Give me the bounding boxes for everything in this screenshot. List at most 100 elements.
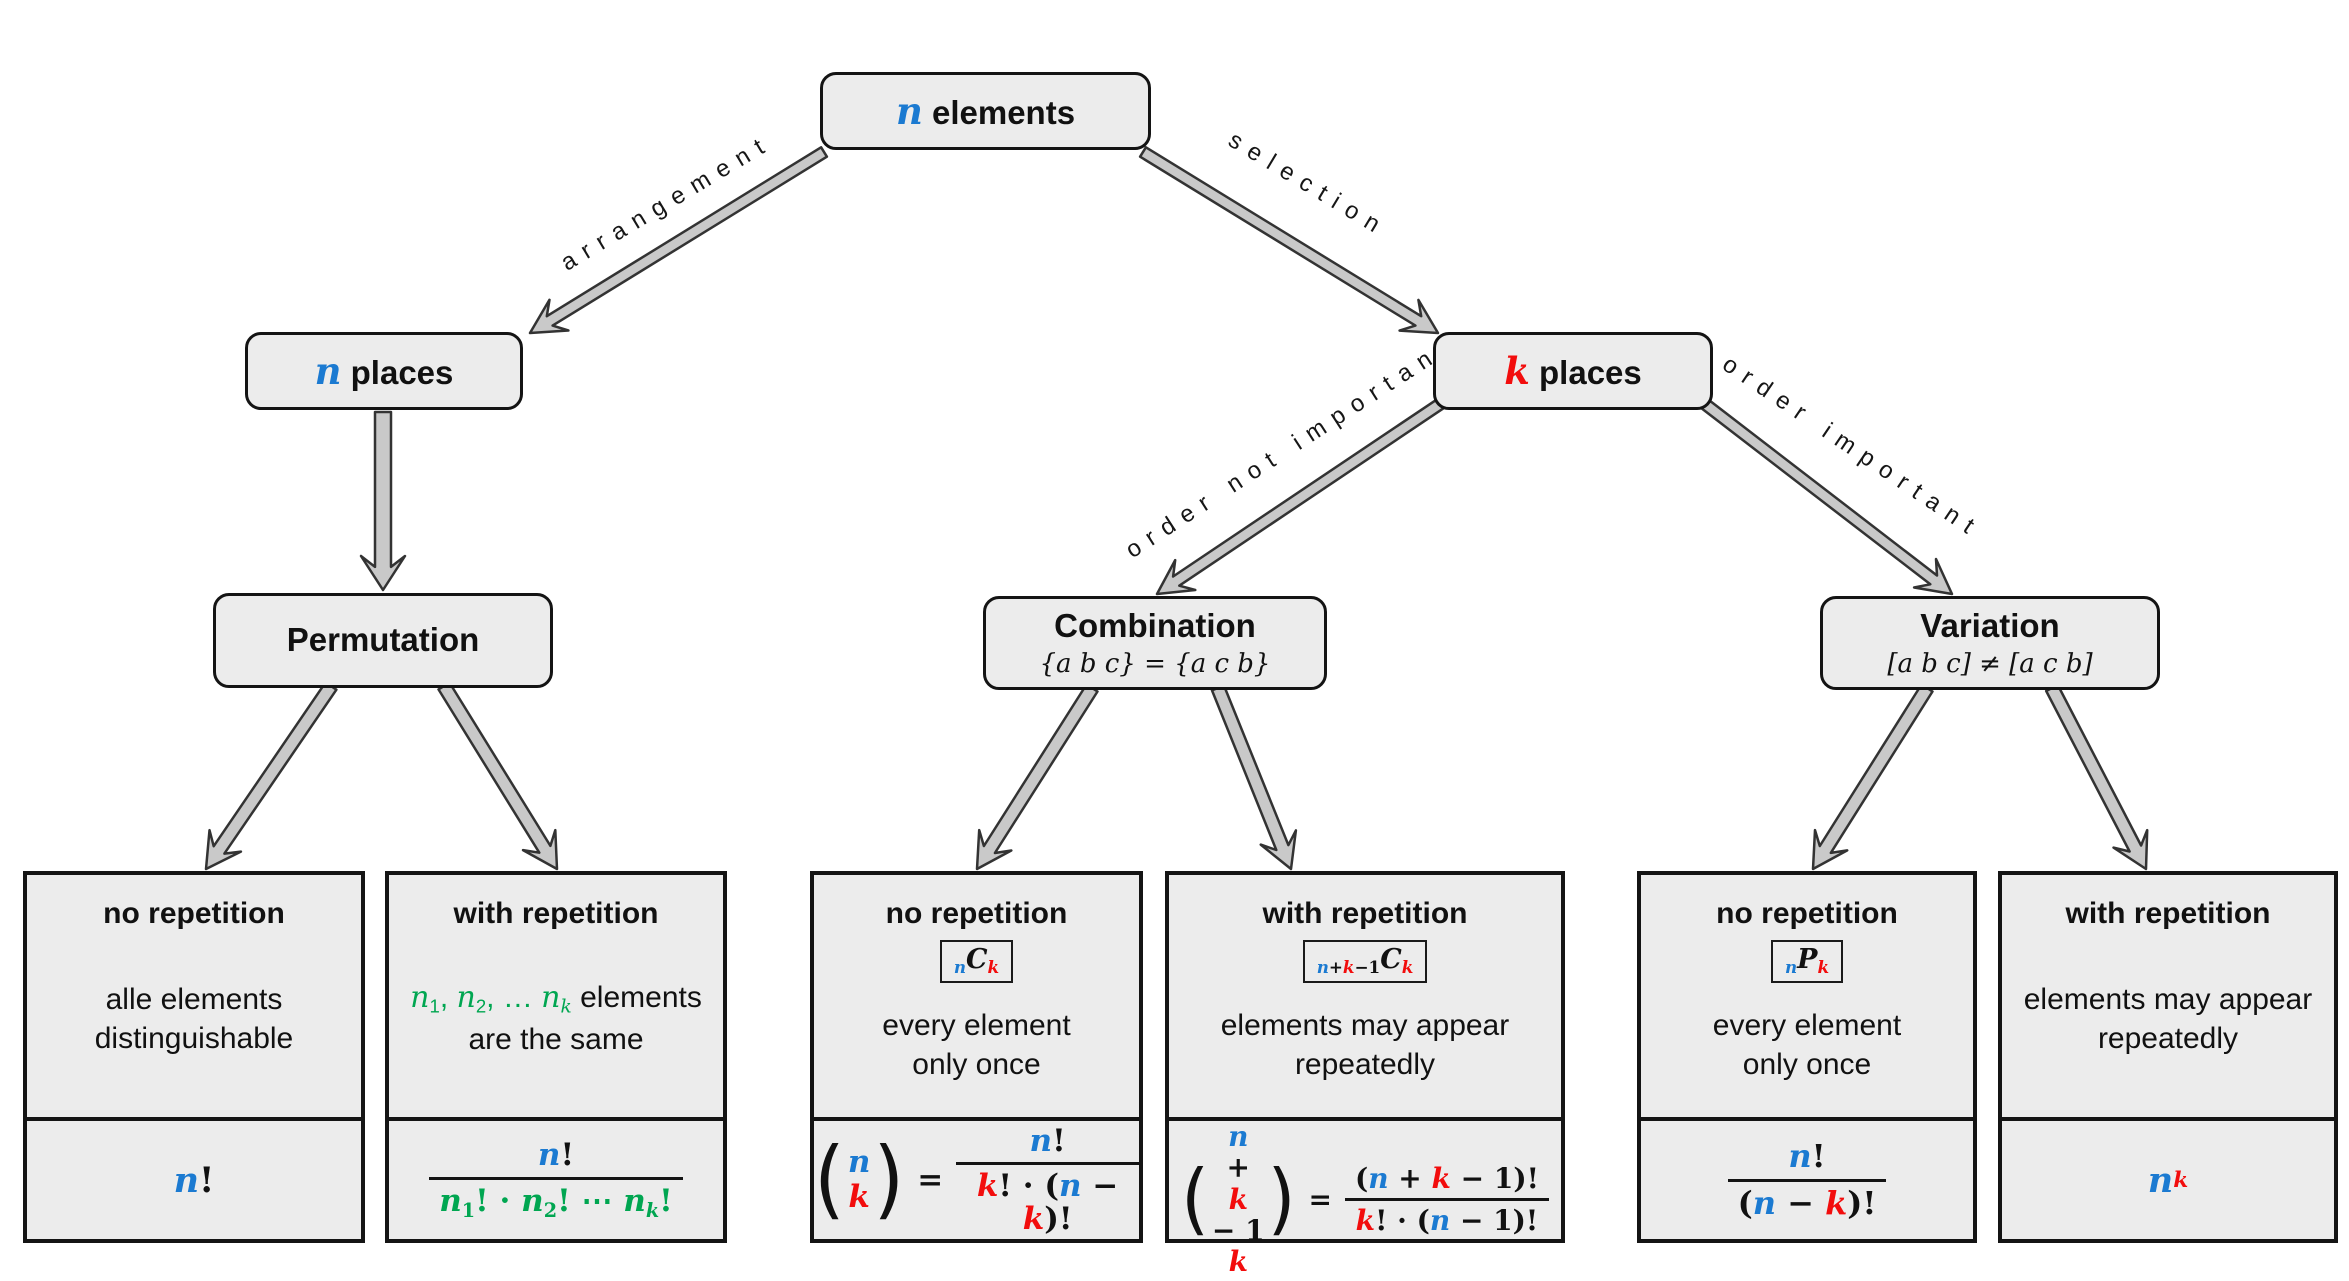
binomial-bottom: k (1229, 1246, 1248, 1278)
equals-sign: = (917, 1162, 944, 1198)
math-segment: are the same (468, 1022, 644, 1056)
math-segment: ! (1811, 1136, 1826, 1175)
description-line: only once (912, 1045, 1040, 1084)
edge-n-places-to-permutation (359, 410, 407, 592)
card-description: every element only once (882, 983, 1070, 1117)
math-segment: − 1)! (1450, 1203, 1539, 1237)
math-segment: 1 (461, 1198, 476, 1222)
math-segment: , … (486, 981, 542, 1015)
math-segment: n (439, 1182, 462, 1219)
math-segment: ! (1052, 1122, 1066, 1159)
card-description: alle elements distinguishable (95, 930, 293, 1117)
edge-variation-to-with-repetition (2044, 683, 2149, 871)
description-line: elements may appear (1221, 1006, 1510, 1045)
math-segment: n (1316, 957, 1329, 978)
math-segment: ( (1737, 1183, 1753, 1222)
math-segment: ( (1354, 1161, 1369, 1195)
math-segment: −1 (1354, 957, 1381, 978)
math-segment: 2 (475, 995, 487, 1017)
math-segment: every element (882, 1009, 1071, 1043)
math-segment: n (1029, 1122, 1053, 1159)
math-segment: k (1817, 957, 1830, 978)
math-segment: repeatedly (1294, 1048, 1436, 1082)
left-paren: ( (814, 1129, 845, 1230)
math-segment: ! · (475, 1182, 522, 1219)
math-segment: n (1059, 1168, 1082, 1205)
math-segment: )! (1044, 1200, 1073, 1237)
node-n-elements: n elements (820, 72, 1151, 150)
node-n-elements-title: n elements (895, 88, 1076, 133)
math-segment: n (541, 980, 561, 1016)
equals-sign: = (1308, 1182, 1332, 1216)
right-paren: ) (1267, 1153, 1296, 1244)
math-segment: n (895, 88, 923, 133)
math-segment: k (1228, 1182, 1248, 1216)
card-upper-section: no repetition alle elements distinguishabl… (27, 875, 361, 1121)
fraction-denominator: n1! · n2! ⋯ nk! (429, 1180, 683, 1221)
math-segment: C (966, 944, 988, 975)
card-formula: n!(n − k)! (1641, 1121, 1973, 1239)
math-segment: 1 (429, 995, 440, 1017)
math-segment: C (1380, 944, 1402, 975)
math-segment: ! · ( (1375, 1203, 1430, 1237)
card-title: with repetition (1262, 897, 1468, 930)
description-line: elements may appear (2024, 980, 2313, 1019)
math-segment: ! ⋯ (557, 1182, 624, 1219)
description-line: only once (1743, 1045, 1871, 1084)
fraction-denominator: k! · (n − k)! (956, 1165, 1139, 1235)
notation-badge: nCk (939, 940, 1014, 984)
node-permutation: Permutation (213, 593, 553, 688)
math-segment: only once (912, 1048, 1041, 1082)
math-segment: n (623, 1182, 646, 1219)
math-segment: repeatedly (2097, 1021, 2239, 1055)
description-line: every element (882, 1006, 1070, 1045)
node-n-places-title: n places (315, 351, 454, 391)
description-line: distinguishable (95, 1019, 293, 1058)
math-segment: k (1431, 1161, 1451, 1195)
math-segment: − 1 (1211, 1214, 1265, 1248)
math-segment: 2 (543, 1198, 558, 1222)
math-segment: + (1328, 957, 1343, 978)
node-combination: Combination {a b c} = {a c b} (983, 596, 1327, 690)
math-segment: k (645, 1198, 660, 1222)
card-title: no repetition (885, 897, 1068, 930)
fraction-numerator: n! (956, 1122, 1139, 1166)
binomial-top: n (848, 1145, 871, 1180)
math-segment: k (1825, 1183, 1848, 1222)
math-segment: alle elements (105, 982, 283, 1016)
fraction-denominator: k! · (n − 1)! (1346, 1201, 1549, 1235)
math-segment: ! (659, 1182, 673, 1219)
notation-badge: nPk (1770, 940, 1844, 984)
math-segment: n (521, 1182, 544, 1219)
node-combination-subtitle: {a b c} = {a c b} (1039, 648, 1271, 679)
math-segment: n (173, 1159, 200, 1201)
math-segment: k (560, 996, 572, 1018)
right-paren: ) (873, 1129, 905, 1230)
node-permutation-title: Permutation (286, 621, 480, 659)
math-segment: + (1226, 1151, 1250, 1185)
math-segment: n (2147, 1159, 2174, 1201)
card-formula: n! (27, 1121, 361, 1239)
edge-arrangement (528, 146, 829, 335)
math-segment: n (847, 1144, 871, 1181)
card-title: with repetition (453, 897, 659, 930)
math-segment: distinguishable (94, 1021, 294, 1055)
card-title: no repetition (103, 897, 285, 930)
math-segment: elements (922, 93, 1076, 131)
edge-selection (1138, 146, 1440, 335)
description-line: n1, n2, … nk elements (410, 978, 702, 1020)
